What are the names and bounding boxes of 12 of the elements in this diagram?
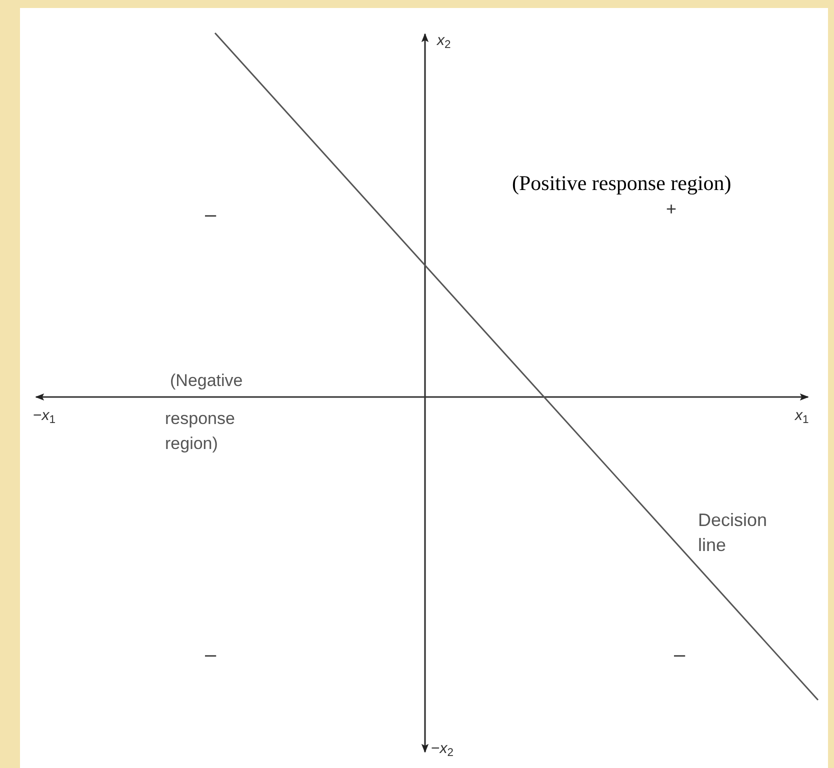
sign-label: + <box>666 198 677 221</box>
sign-label: – <box>674 643 686 668</box>
region-label: (Negative <box>170 370 243 392</box>
axis-label: −x$_{2}$ <box>431 739 454 760</box>
sign-label: – <box>205 203 216 228</box>
line-label: Decision line <box>698 509 768 557</box>
axis-label: x$_{2}$ <box>437 31 451 52</box>
sign-label: – <box>205 643 216 668</box>
region-label: response region) <box>165 408 236 455</box>
axis-label: −x$_{1}$ <box>33 406 56 428</box>
axis-label: x$_{1}$ <box>795 406 809 428</box>
region-label: (Positive response region) <box>512 170 732 197</box>
